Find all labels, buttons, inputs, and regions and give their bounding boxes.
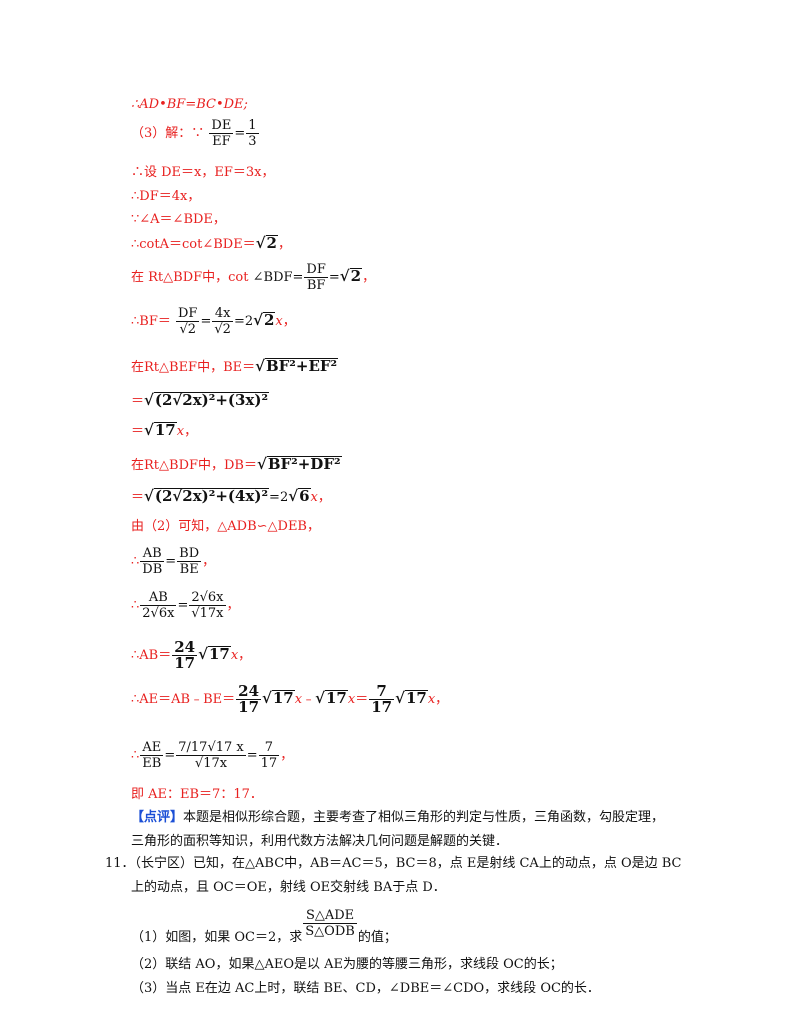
line-6: ∴cotA＝cot∠BDE＝√2， xyxy=(131,234,291,252)
line-20: 即 AE：EB＝7：17． xyxy=(131,787,263,802)
problem-line-1: 11．（长宁区）已知，在△ABC中，AB＝AC＝5，BC＝8，点 E是射线 CA… xyxy=(105,856,682,871)
question-2: （2）联结 AO，如果△AEO是以 AE为腰的等腰三角形，求线段 OC的长； xyxy=(131,957,563,972)
line-14: 由（2）可知，△ADB∽△DEB， xyxy=(131,519,320,534)
line-11: ＝√17x， xyxy=(131,421,198,439)
comment-tag: 【点评】 xyxy=(131,810,184,825)
line-1: ∴AD•BF=BC•DE; xyxy=(131,97,248,112)
problem-line-2: 上的动点，且 OC＝OE，射线 OE交射线 BA于点 D． xyxy=(131,880,446,895)
line-3: ∴设 DE＝x，EF＝3x， xyxy=(131,165,275,180)
comment-line-1: 【点评】本题是相似形综合题，主要考查了相似三角形的判定与性质，三角函数，勾股定理… xyxy=(131,810,665,825)
line-5: ∵∠A＝∠BDE， xyxy=(131,212,226,227)
comment-line-2: 三角形的面积等知识，利用代数方法解决几何问题是解题的关键． xyxy=(131,834,509,849)
line-2-text: （3）解：∵ xyxy=(131,126,205,141)
question-3: （3）当点 E在边 AC上时，联结 BE、CD，∠DBE＝∠CDO，求线段 OC… xyxy=(131,981,600,996)
line-9: 在Rt△BEF中，BE＝√BF²+EF² xyxy=(131,357,339,375)
line-4: ∴DF＝4x， xyxy=(131,189,201,204)
line-8: ∴BF＝ DF√2=4x√2=2√2x， xyxy=(131,306,296,337)
line-13: ＝√(2√2x)²+(4x)²=2√6x， xyxy=(131,487,331,505)
line-10: ＝√(2√2x)²+(3x)² xyxy=(131,391,270,409)
line-12: 在Rt△BDF中，DB＝√BF²+DF² xyxy=(131,455,342,473)
